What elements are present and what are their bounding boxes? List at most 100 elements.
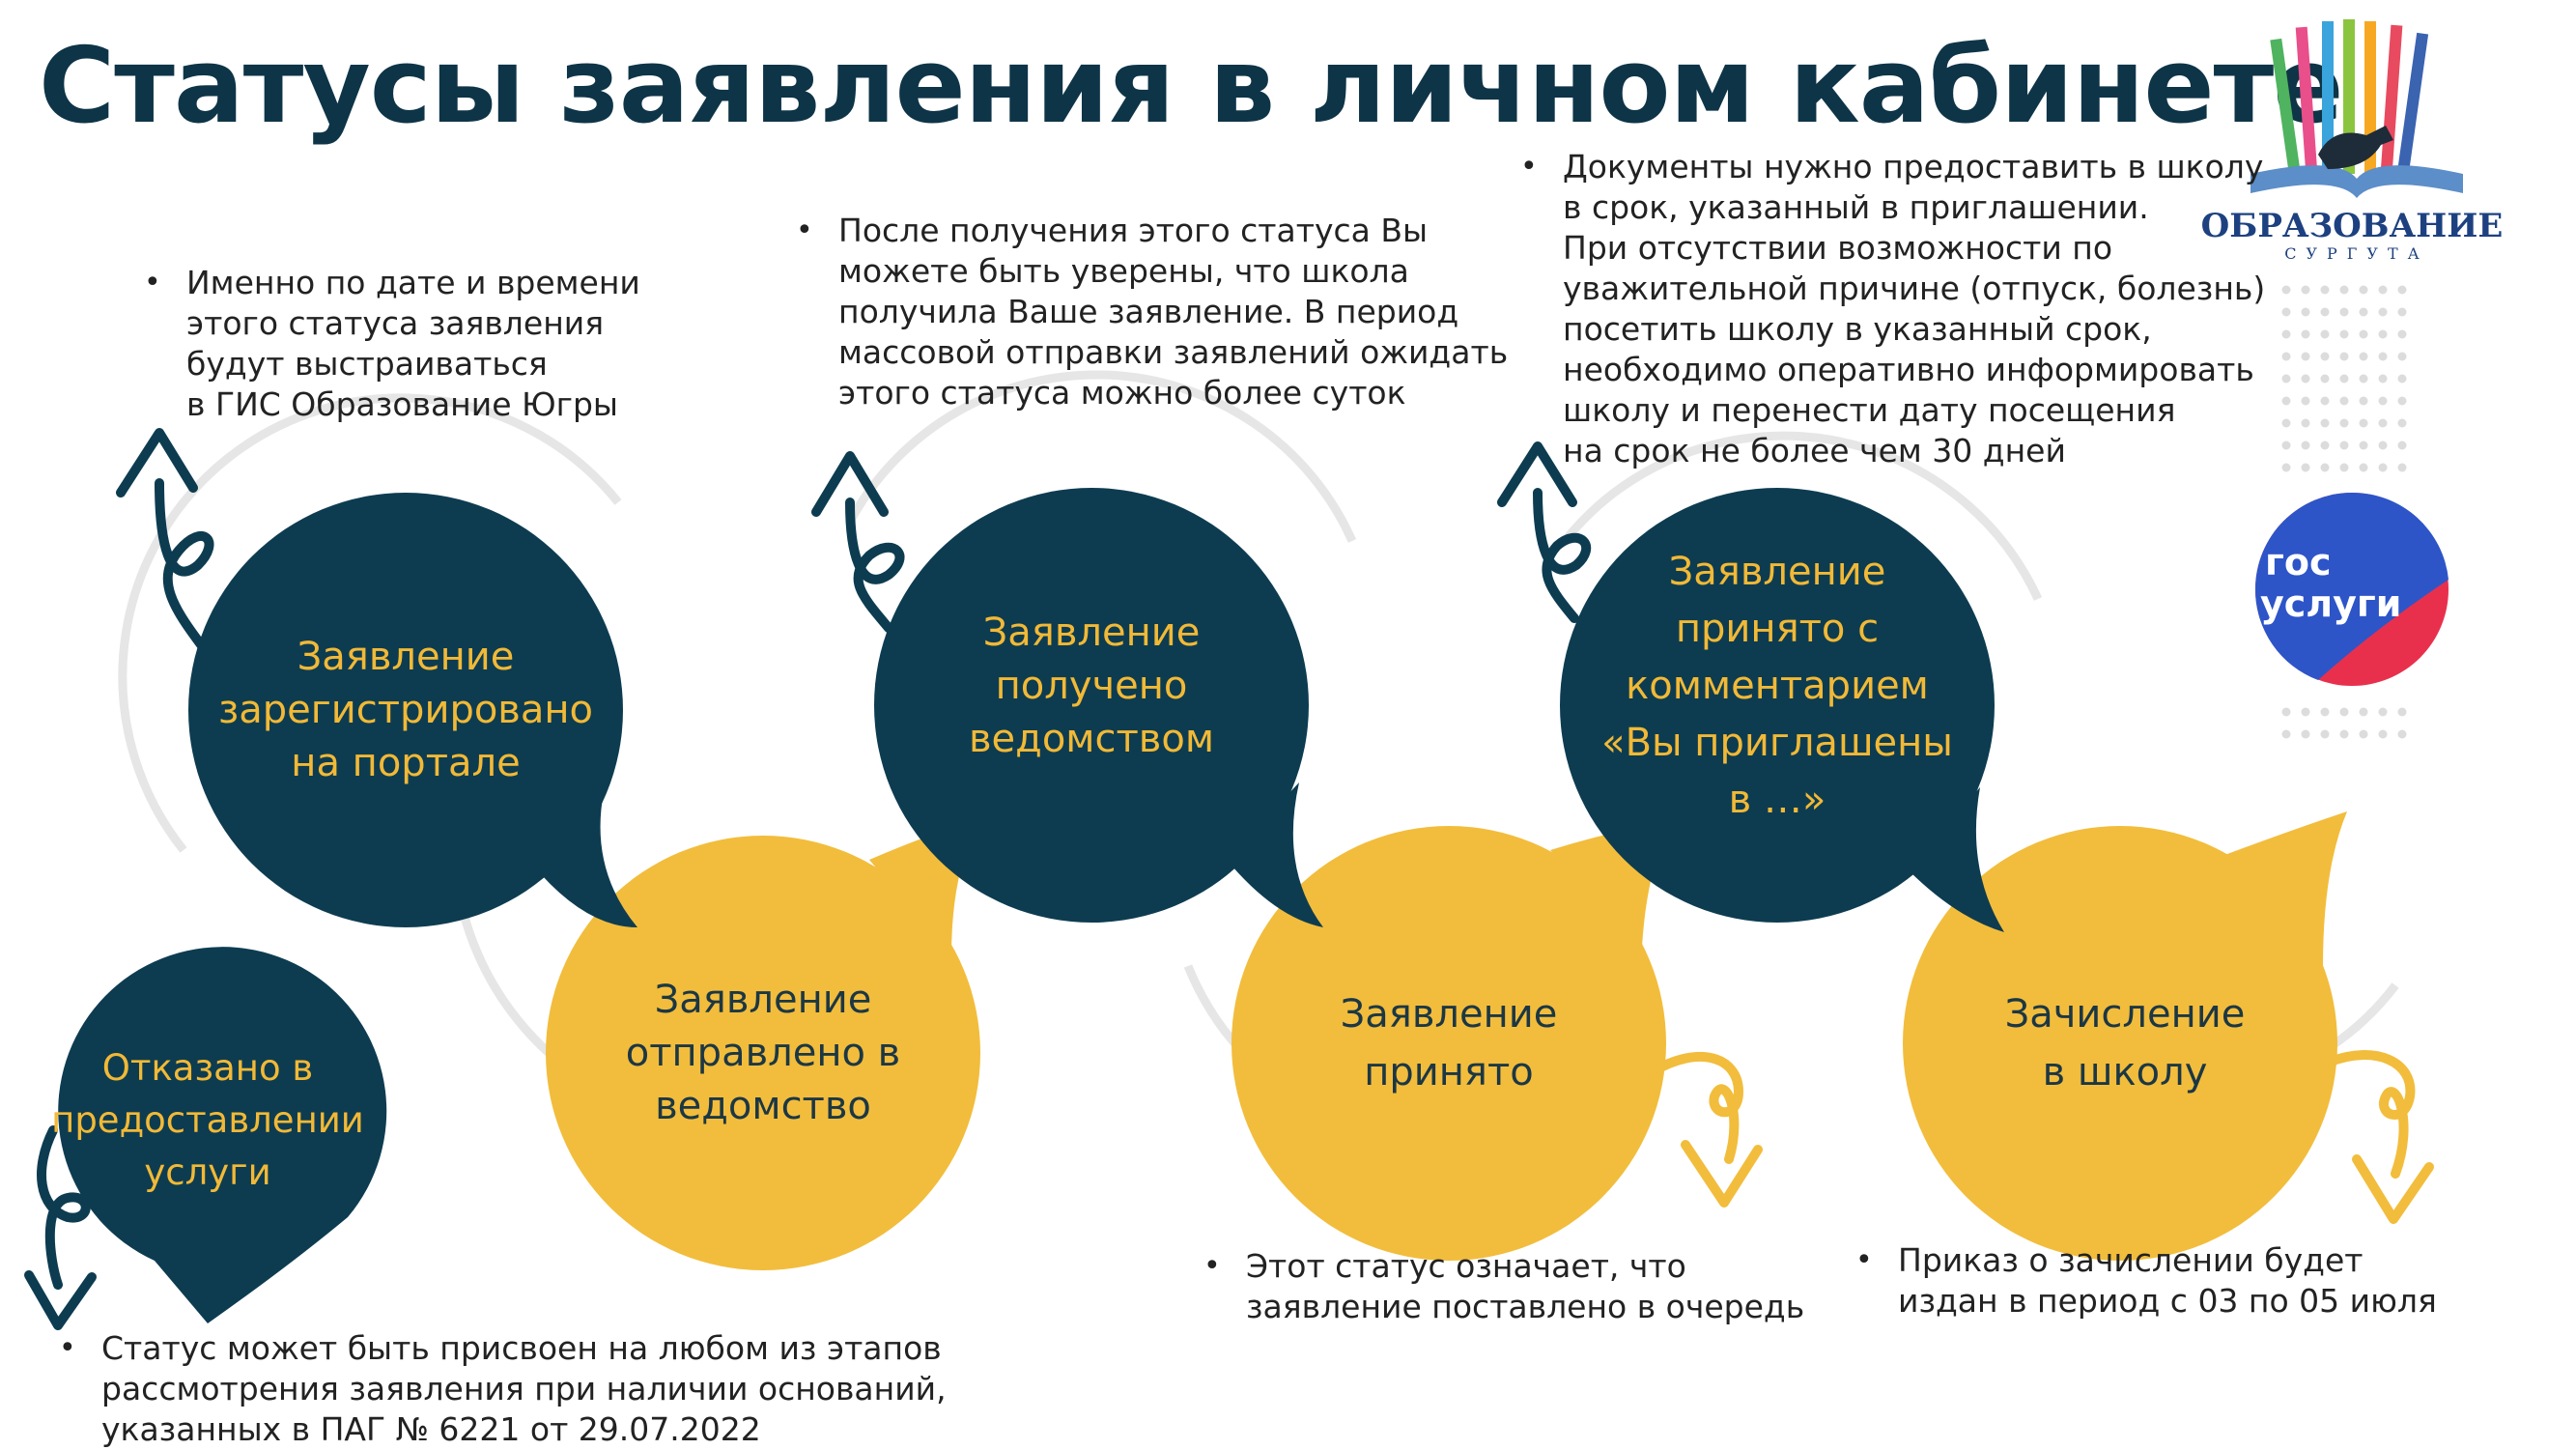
status-enrolled-line: Зачисление bbox=[2004, 992, 2246, 1037]
grid-dot bbox=[2378, 441, 2388, 450]
page-title: Статусы заявления в личном кабинете bbox=[39, 26, 2343, 147]
arrow-registered-icon bbox=[116, 428, 214, 652]
status-accepted-line: принято bbox=[1364, 1050, 1534, 1095]
grid-dot bbox=[2339, 441, 2349, 450]
note-line: Приказ о зачислении будет bbox=[1898, 1241, 2364, 1279]
grid-dot bbox=[2397, 307, 2407, 317]
note-registered: • Именно по дате и времени этого статуса… bbox=[144, 263, 640, 425]
bullet: • bbox=[1203, 1249, 1221, 1283]
status-received-line: Заявление bbox=[982, 610, 1201, 655]
status-registered-line: Заявление bbox=[297, 634, 515, 679]
status-received-line: получено bbox=[995, 663, 1188, 708]
status-invited-line: Заявление bbox=[1668, 549, 1886, 594]
grid-dot bbox=[2339, 729, 2349, 739]
grid-dot bbox=[2359, 707, 2368, 717]
grid-dot bbox=[2397, 707, 2407, 717]
note-line: Этот статус означает, что bbox=[1246, 1247, 1686, 1285]
gosuslugi-logo-line1: гос bbox=[2265, 541, 2332, 583]
bubble-invited bbox=[1560, 488, 2004, 932]
note-line: школу и перенести дату посещения bbox=[1563, 391, 2176, 429]
status-registered-line: на портале bbox=[291, 740, 521, 785]
grid-dot bbox=[2397, 729, 2407, 739]
grid-dot bbox=[2281, 418, 2291, 428]
grid-dot bbox=[2339, 352, 2349, 361]
grid-dot bbox=[2320, 329, 2330, 339]
note-line: При отсутствии возможности по bbox=[1563, 229, 2113, 267]
grid-dot bbox=[2339, 307, 2349, 317]
note-line: Статус может быть присвоен на любом из э… bbox=[101, 1329, 942, 1367]
grid-dot bbox=[2320, 441, 2330, 450]
note-line: в срок, указанный в приглашении. bbox=[1563, 188, 2149, 226]
grid-dot bbox=[2359, 329, 2368, 339]
note-accepted: • Этот статус означает, что заявление по… bbox=[1203, 1246, 1804, 1327]
grid-dot bbox=[2397, 285, 2407, 295]
gosuslugi-logo bbox=[2254, 492, 2449, 686]
grid-dot bbox=[2281, 441, 2291, 450]
grid-dot bbox=[2378, 374, 2388, 384]
note-refused: • Статус может быть присвоен на любом из… bbox=[59, 1328, 947, 1450]
note-received: • После получения этого статуса Вы может… bbox=[796, 211, 1509, 413]
bullet: • bbox=[144, 266, 161, 299]
grid-dot bbox=[2378, 729, 2388, 739]
grid-dot bbox=[2281, 329, 2291, 339]
status-enrolled-label: Зачисление в школу bbox=[1912, 966, 2337, 1121]
status-received-line: ведомством bbox=[968, 716, 1214, 761]
status-invited-line: принято с bbox=[1675, 606, 1880, 651]
grid-dot bbox=[2339, 374, 2349, 384]
grid-dot bbox=[2378, 463, 2388, 472]
grid-dot bbox=[2320, 729, 2330, 739]
status-sent-line: отправлено в bbox=[625, 1030, 901, 1075]
grid-dot bbox=[2281, 729, 2291, 739]
grid-dot bbox=[2339, 285, 2349, 295]
dark-bubbles bbox=[58, 488, 2004, 1323]
note-line: этого статуса можно более суток bbox=[838, 374, 1406, 412]
status-invited-line: «Вы приглашены bbox=[1601, 720, 1953, 765]
grid-dot bbox=[2339, 329, 2349, 339]
status-received-label: Заявление получено ведомством bbox=[879, 580, 1304, 792]
bubble-received bbox=[874, 488, 1323, 927]
bullet: • bbox=[1520, 150, 1538, 184]
grid-dot bbox=[2378, 707, 2388, 717]
status-enrolled-line: в школу bbox=[2042, 1050, 2208, 1095]
note-line: После получения этого статуса Вы bbox=[838, 212, 1429, 249]
grid-dot bbox=[2339, 396, 2349, 406]
track-ring-5 bbox=[1561, 431, 2043, 601]
grid-dot bbox=[2301, 441, 2310, 450]
grid-dot bbox=[2301, 463, 2310, 472]
arrow-enrolled-icon bbox=[2323, 1050, 2434, 1224]
track-ring-3 bbox=[846, 370, 1357, 543]
note-line: массовой отправки заявлений ожидать bbox=[838, 333, 1509, 371]
note-line: можете быть уверены, что школа bbox=[838, 252, 1409, 290]
status-refused-line: предоставлении bbox=[51, 1099, 364, 1141]
education-logo-main: ОБРАЗОВАНИЕ bbox=[2201, 207, 2504, 245]
grid-dot bbox=[2339, 418, 2349, 428]
grid-dot bbox=[2301, 307, 2310, 317]
note-line: посетить школу в указанный срок, bbox=[1563, 310, 2152, 348]
bubble-enrolled bbox=[1903, 811, 2347, 1261]
note-line: необходимо оперативно информировать bbox=[1563, 351, 2254, 388]
status-refused-label: Отказано в предоставлении услуги bbox=[43, 1043, 372, 1198]
bubble-registered bbox=[188, 493, 637, 927]
grid-dot bbox=[2301, 396, 2310, 406]
grid-dot bbox=[2359, 729, 2368, 739]
grid-dot bbox=[2281, 374, 2291, 384]
status-invited-line: комментарием bbox=[1626, 663, 1929, 708]
grid-dot bbox=[2301, 352, 2310, 361]
grid-dot bbox=[2359, 352, 2368, 361]
grid-dot bbox=[2301, 285, 2310, 295]
grid-dot bbox=[2397, 329, 2407, 339]
track-ring-1 bbox=[118, 393, 622, 853]
note-line: в ГИС Образование Югры bbox=[186, 385, 618, 423]
status-sent-line: ведомство bbox=[655, 1083, 871, 1128]
note-line: этого статуса заявления bbox=[186, 304, 605, 342]
grid-dot bbox=[2281, 396, 2291, 406]
grid-dot bbox=[2378, 307, 2388, 317]
note-line: будут выстраиваться bbox=[186, 345, 548, 383]
grid-dot bbox=[2320, 352, 2330, 361]
grid-dot bbox=[2320, 463, 2330, 472]
grid-dot bbox=[2397, 374, 2407, 384]
grid-dot bbox=[2320, 418, 2330, 428]
arrow-received-icon bbox=[811, 451, 905, 633]
gosuslugi-logo-line2: услуги bbox=[2260, 583, 2401, 625]
status-refused-line: Отказано в bbox=[101, 1047, 314, 1089]
